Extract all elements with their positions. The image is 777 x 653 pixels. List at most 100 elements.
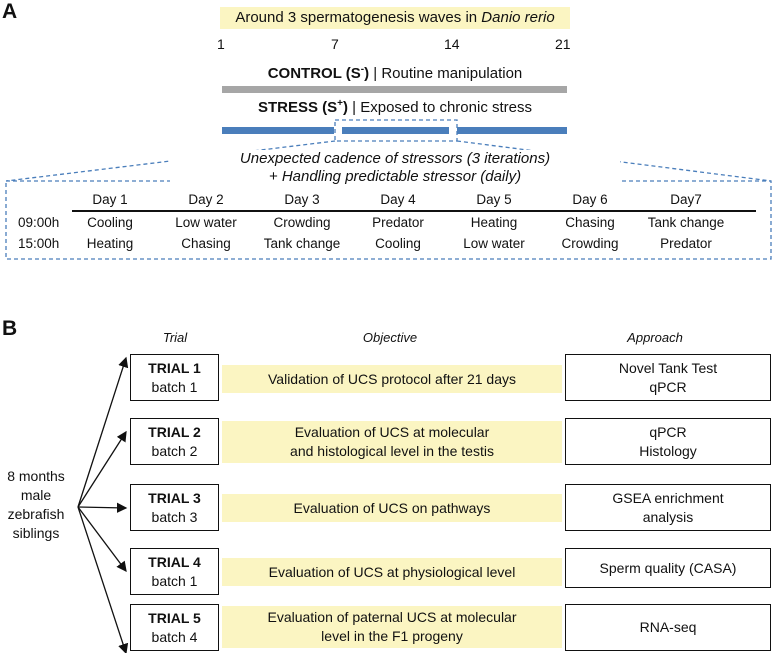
tick-21: 21 [555, 36, 571, 52]
arrow-to-trial-2 [77, 430, 127, 508]
schedule-cell: Heating [470, 215, 518, 230]
schedule-time: 15:00h [18, 236, 60, 251]
schedule-cell: Low water [175, 215, 237, 230]
schedule-box [5, 180, 772, 260]
schedule-cell: Heating [86, 236, 134, 251]
source-line: zebrafish [7, 506, 65, 522]
objective-line: Validation of UCS protocol after 21 days [268, 370, 516, 387]
approach-box: qPCR Histology [565, 418, 771, 465]
schedule-row: 15:00h Heating Chasing Tank change Cooli… [18, 236, 768, 251]
schedule-row: 09:00h Cooling Low water Crowding Predat… [18, 215, 768, 230]
objective: Evaluation of UCS on pathways [222, 494, 562, 522]
schedule-cell: Chasing [181, 236, 231, 251]
schedule-cell: Cooling [375, 236, 421, 251]
stress-bar-segment-1 [222, 127, 334, 134]
day-header: Day 2 [188, 192, 224, 207]
source-line: male [20, 487, 52, 503]
trial-batch: batch 2 [151, 443, 198, 459]
arrow-to-trial-5 [77, 506, 129, 653]
tick-7: 7 [331, 36, 339, 52]
objective-line: Evaluation of paternal UCS at molecular [267, 609, 517, 625]
schedule-cell: Predator [660, 236, 712, 251]
tick-14: 14 [444, 36, 460, 52]
schedule-cell: Predator [372, 215, 424, 230]
trial-box: TRIAL 3 batch 3 [130, 484, 219, 531]
branch-arrows [77, 356, 129, 653]
trial-title: TRIAL 1 [148, 360, 201, 376]
trial-title: TRIAL 4 [148, 554, 201, 570]
objective: Evaluation of UCS at molecular and histo… [222, 421, 562, 463]
control-bold: CONTROL (S-) [267, 64, 370, 82]
day-header: Day 3 [284, 192, 320, 207]
zoom-line-right [456, 140, 772, 182]
arrow-to-trial-4 [77, 506, 127, 573]
header-approach: Approach [627, 330, 683, 345]
arrow-to-trial-3 [77, 502, 128, 514]
header-objective: Objective [362, 330, 418, 345]
schedule-time: 09:00h [18, 215, 60, 230]
day-header: Day 1 [92, 192, 128, 207]
stress-bar-segment-2 [342, 127, 449, 134]
approach-line: qPCR [649, 378, 687, 395]
trial-title: TRIAL 2 [148, 424, 201, 440]
panel-a-label: A [2, 0, 18, 23]
title-prefix: Around 3 spermatogenesis waves in [235, 9, 482, 26]
trial-title: TRIAL 5 [148, 610, 201, 626]
title-species: Danio rerio [481, 9, 555, 26]
schedule-cell: Cooling [87, 215, 133, 230]
header-trial: Trial [162, 330, 188, 345]
source-line: siblings [12, 525, 60, 541]
approach-line: Sperm quality (CASA) [599, 559, 737, 576]
objective-line: Evaluation of UCS at physiological level [268, 563, 516, 580]
approach-box: Sperm quality (CASA) [565, 548, 771, 588]
trial-box: TRIAL 5 batch 4 [130, 604, 219, 651]
schedule-cell: Tank change [263, 236, 341, 251]
control-label: CONTROL (S-) | Routine manipulation [200, 64, 590, 82]
trial-batch: batch 1 [151, 573, 198, 589]
day-header: Day 4 [380, 192, 416, 207]
zoom-line-left [5, 140, 336, 182]
approach-line: RNA-seq [639, 619, 697, 635]
approach-box: GSEA enrichment analysis [565, 484, 771, 531]
panel-a-title: Around 3 spermatogenesis waves in Danio … [220, 7, 570, 29]
objective: Evaluation of paternal UCS at molecular … [222, 606, 562, 648]
source-label: 8 months male zebrafish siblings [0, 467, 72, 543]
objective: Validation of UCS protocol after 21 days [222, 365, 562, 393]
panel-b-label: B [2, 317, 18, 340]
approach-line: Histology [639, 442, 697, 459]
trial-box: TRIAL 2 batch 2 [130, 418, 219, 465]
objective-line: Evaluation of UCS on pathways [293, 499, 491, 516]
stress-label: STRESS (S+) | Exposed to chronic stress [200, 98, 590, 116]
stressor-note-line2: + Handling predictable stressor (daily) [268, 168, 522, 185]
tick-1: 1 [217, 36, 225, 52]
schedule-cell: Crowding [273, 215, 331, 230]
stress-rest: | Exposed to chronic stress [348, 99, 532, 116]
approach-line: qPCR [649, 423, 687, 440]
objective-line: level in the F1 progeny [321, 628, 463, 644]
approach-line: analysis [642, 508, 694, 525]
approach-box: RNA-seq [565, 604, 771, 651]
objective-line: Evaluation of UCS at molecular [294, 424, 490, 440]
schedule-header-rule [72, 210, 756, 212]
day-header: Day 6 [572, 192, 608, 207]
source-line: 8 months [7, 468, 65, 484]
arrow-to-trial-1 [77, 356, 129, 508]
objective-line: and histological level in the testis [290, 443, 494, 459]
approach-box: Novel Tank Test qPCR [565, 354, 771, 401]
schedule-cell: Chasing [565, 215, 615, 230]
trial-title: TRIAL 3 [148, 490, 201, 506]
control-rest: | Routine manipulation [369, 65, 523, 82]
zoom-highlight-box [334, 119, 458, 142]
stressor-note: Unexpected cadence of stressors (3 itera… [170, 150, 620, 186]
stress-bold: STRESS (S+) [257, 98, 349, 116]
objective: Evaluation of UCS at physiological level [222, 558, 562, 586]
approach-line: Novel Tank Test [618, 359, 718, 376]
trial-box: TRIAL 1 batch 1 [130, 354, 219, 401]
trial-box: TRIAL 4 batch 1 [130, 548, 219, 595]
trial-batch: batch 3 [151, 509, 198, 525]
schedule-cell: Low water [463, 236, 525, 251]
zoom-connector [5, 119, 772, 260]
stressor-note-line1: Unexpected cadence of stressors (3 itera… [239, 150, 551, 167]
schedule-cell: Crowding [561, 236, 619, 251]
control-bar [222, 86, 567, 93]
